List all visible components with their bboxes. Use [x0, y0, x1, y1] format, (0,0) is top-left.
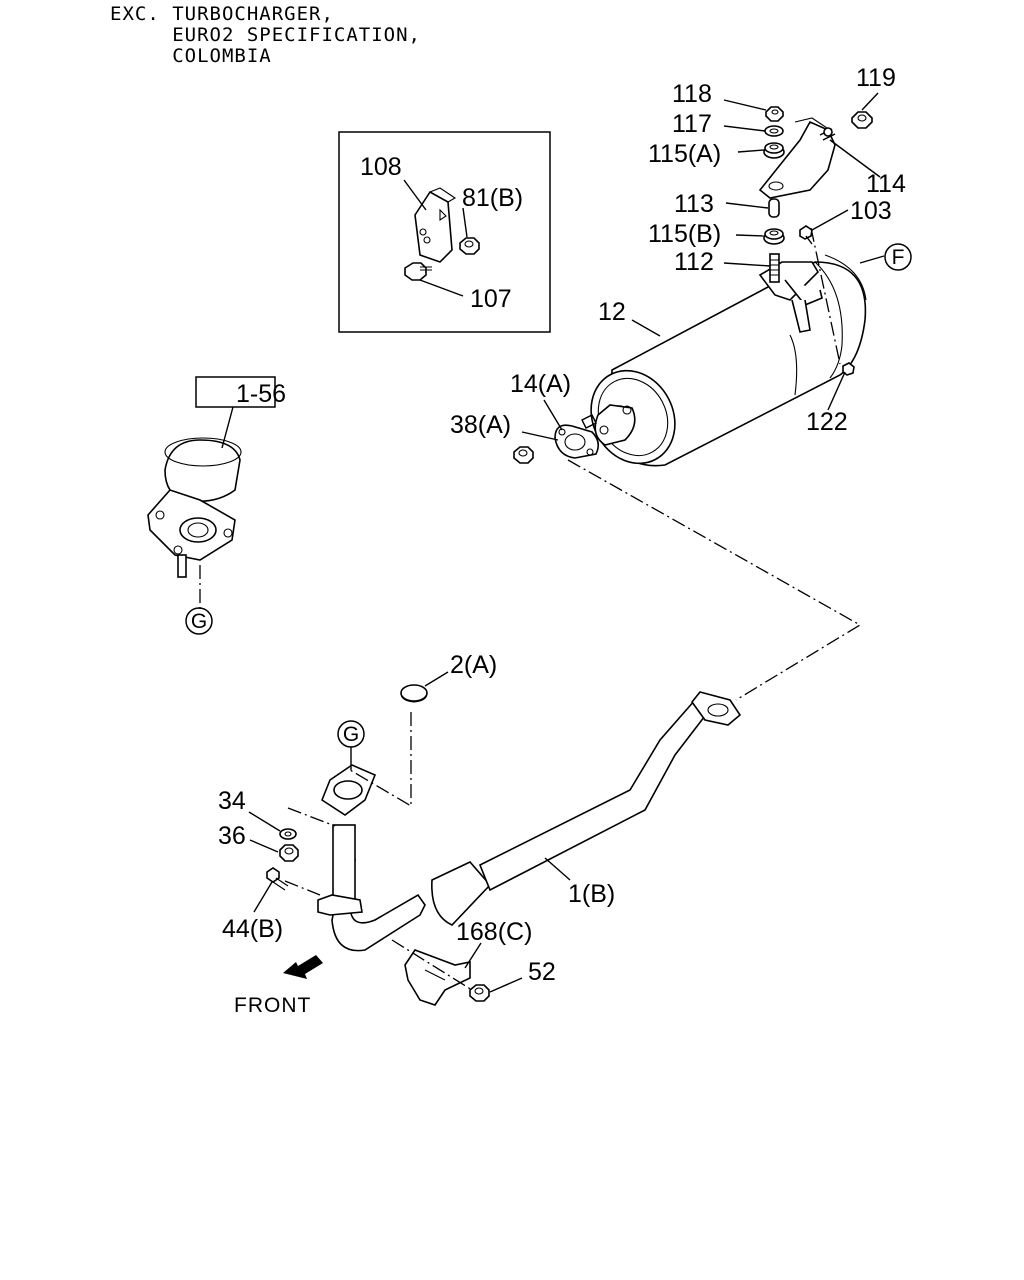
note-line-3: COLOMBIA — [110, 45, 272, 67]
rubber-115b — [763, 228, 785, 245]
front-arrow-icon — [283, 955, 323, 979]
note-line-1: EXC. TURBOCHARGER, — [110, 3, 334, 25]
label-115b: 115(B) — [648, 220, 721, 248]
front-exhaust-pipe — [317, 691, 742, 952]
label-14a: 14(A) — [510, 370, 571, 398]
label-122: 122 — [806, 408, 848, 436]
bolt-103 — [799, 225, 813, 245]
washer-34 — [279, 828, 297, 840]
label-112: 112 — [674, 248, 714, 276]
label-168c: 168(C) — [456, 918, 532, 946]
connection-lines — [199, 227, 862, 991]
label-114: 114 — [866, 170, 906, 198]
label-117: 117 — [672, 110, 712, 138]
label-52: 52 — [528, 958, 556, 986]
rubber-115a — [763, 142, 785, 159]
label-81b: 81(B) — [462, 184, 523, 212]
label-1b: 1(B) — [568, 880, 615, 908]
collar-113 — [768, 198, 780, 218]
label-118: 118 — [672, 80, 712, 108]
callout-g-pipe: G — [337, 720, 365, 770]
reference-label: 1-56 — [236, 380, 286, 408]
label-38a: 38(A) — [450, 411, 511, 439]
inset-detail-box — [338, 131, 551, 333]
nut-118 — [765, 106, 784, 122]
note-line-2: EURO2 SPECIFICATION, — [110, 24, 421, 46]
label-36: 36 — [218, 822, 246, 850]
label-115a: 115(A) — [648, 140, 721, 168]
label-34: 34 — [218, 787, 246, 815]
label-107: 107 — [470, 285, 512, 313]
bolt-112 — [769, 253, 780, 283]
svg-text:F: F — [892, 246, 905, 269]
label-113: 113 — [674, 190, 714, 218]
callout-g-manifold: G — [185, 607, 213, 635]
label-12: 12 — [598, 298, 626, 326]
svg-text:G: G — [343, 723, 359, 746]
svg-text:G: G — [191, 610, 207, 633]
nut-36 — [279, 844, 299, 862]
bracket-114 — [758, 117, 836, 199]
nut-38a — [513, 446, 534, 464]
callout-f: F — [884, 243, 912, 271]
part-labels: 1-56 118 117 115(A) 119 114 113 103 115(… — [218, 64, 906, 1017]
manifold-reference — [147, 376, 276, 578]
bracket-168c — [404, 949, 471, 1006]
washer-117 — [764, 125, 784, 137]
nut-52 — [469, 984, 490, 1002]
label-119: 119 — [856, 64, 896, 92]
bolt-44b — [266, 867, 289, 891]
label-44b: 44(B) — [222, 915, 283, 943]
leader-lines — [221, 92, 885, 993]
label-2a: 2(A) — [450, 651, 497, 679]
muffler — [581, 254, 867, 467]
applicability-note: EXC. TURBOCHARGER, EURO2 SPECIFICATION, … — [110, 4, 421, 67]
gasket-2a — [400, 684, 428, 703]
label-108: 108 — [360, 153, 402, 181]
label-103: 103 — [850, 197, 892, 225]
nut-119 — [851, 111, 873, 129]
front-label: FRONT — [234, 994, 311, 1017]
bolt-122 — [842, 362, 855, 376]
